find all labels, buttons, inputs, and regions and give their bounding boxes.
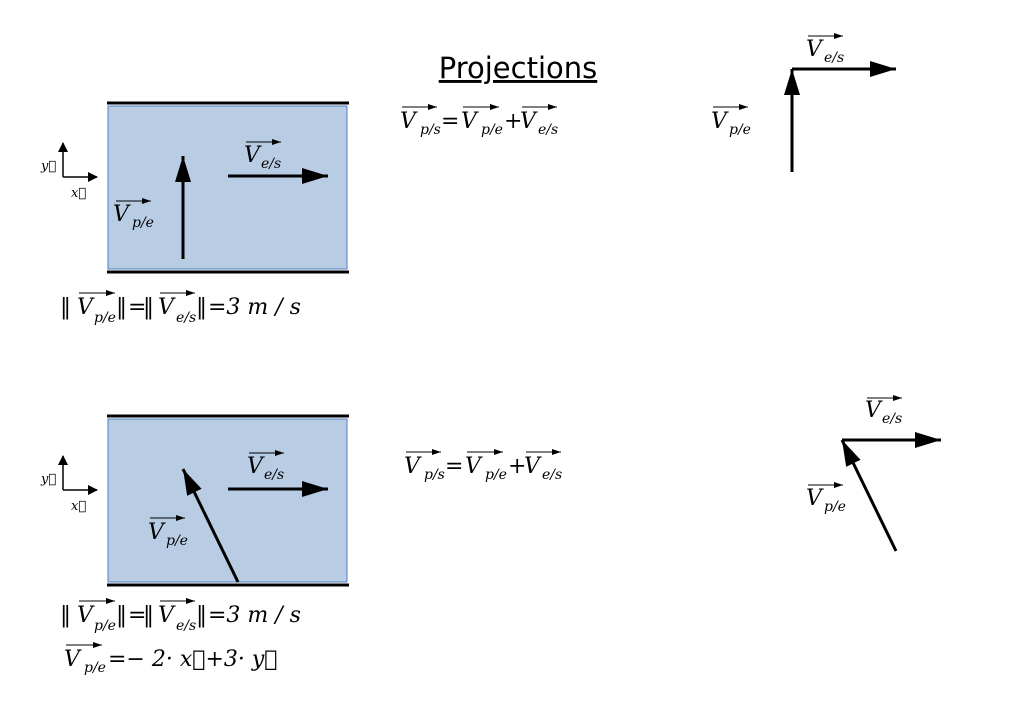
svg-text:p/e: p/e <box>824 499 846 515</box>
svg-text:p/s: p/s <box>424 467 445 483</box>
svg-text:+: + <box>508 454 526 479</box>
svg-text:‖: ‖ <box>116 603 127 628</box>
svg-text:=3 m / s: =3 m / s <box>208 603 301 628</box>
svg-text:=3 m / s: =3 m / s <box>208 295 301 320</box>
svg-text:p/e: p/e <box>166 533 188 549</box>
svg-text:=− 2· x⃗+3· y⃗: =− 2· x⃗+3· y⃗ <box>108 647 278 672</box>
diagram-vpe-arrow <box>840 439 898 552</box>
svg-text:V: V <box>148 520 166 545</box>
svg-text:V: V <box>158 603 176 628</box>
svg-text:=: = <box>128 603 146 628</box>
norm-equation: ‖ V p/e ‖ = ‖ V e/s ‖ =3 m / s <box>60 598 301 634</box>
axes-icon: y⃗ x⃗ <box>40 142 98 201</box>
svg-text:‖: ‖ <box>116 295 127 320</box>
svg-text:V: V <box>77 603 95 628</box>
svg-text:e/s: e/s <box>176 310 196 326</box>
svg-text:e/s: e/s <box>824 50 844 66</box>
label-vpe-river: V p/e <box>148 515 188 549</box>
svg-text:‖: ‖ <box>143 603 154 628</box>
label-ves-river: V e/s <box>244 139 281 172</box>
vector-sum-diagram: V e/s V p/e <box>711 33 896 172</box>
page-title: Projections <box>439 51 598 85</box>
relation-equation: V p/s = V p/e + V e/s <box>400 104 558 138</box>
label-vpe-river: V p/e <box>113 198 154 231</box>
scenario-perpendicular: V e/s V p/e y⃗ x⃗ ‖ V p/e ‖ = ‖ V e/s <box>40 33 896 326</box>
svg-text:p/e: p/e <box>729 122 751 138</box>
svg-text:e/s: e/s <box>176 618 196 634</box>
svg-text:V: V <box>400 109 418 134</box>
svg-text:p/e: p/e <box>485 467 507 483</box>
vector-pe-arrow <box>181 468 240 583</box>
axis-y-label: y⃗ <box>40 159 56 174</box>
diagram-ves-label: V e/s <box>865 395 902 427</box>
svg-text:p/e: p/e <box>132 215 154 231</box>
vector-sum-diagram: V e/s V p/e <box>806 395 941 552</box>
svg-text:V: V <box>64 647 82 672</box>
svg-text:‖: ‖ <box>196 295 207 320</box>
svg-text:=: = <box>441 109 459 134</box>
svg-text:e/s: e/s <box>264 467 284 483</box>
svg-text:p/e: p/e <box>94 618 116 634</box>
axis-y-label: y⃗ <box>40 472 56 487</box>
river-rect <box>107 105 348 270</box>
svg-text:V: V <box>465 454 483 479</box>
component-equation: V p/e =− 2· x⃗+3· y⃗ <box>64 642 278 676</box>
svg-text:V: V <box>806 486 824 511</box>
svg-text:V: V <box>806 37 824 62</box>
label-ves-river: V e/s <box>247 450 284 483</box>
svg-text:‖: ‖ <box>60 603 71 628</box>
svg-text:V: V <box>524 454 542 479</box>
axes-icon: y⃗ x⃗ <box>40 455 98 514</box>
svg-text:V: V <box>113 202 131 227</box>
axis-x-label: x⃗ <box>71 499 86 514</box>
svg-text:V: V <box>247 454 265 479</box>
svg-text:V: V <box>865 398 883 423</box>
svg-text:e/s: e/s <box>882 411 902 427</box>
scenario-angled: V e/s V p/e y⃗ x⃗ ‖ V p/e ‖ = ‖ V e/s ‖ <box>40 395 941 676</box>
svg-text:=: = <box>445 454 463 479</box>
svg-text:e/s: e/s <box>542 467 562 483</box>
svg-text:+: + <box>504 109 522 134</box>
svg-text:p/e: p/e <box>94 310 116 326</box>
svg-text:V: V <box>77 295 95 320</box>
relation-equation: V p/s = V p/e + V e/s <box>404 449 562 483</box>
svg-text:V: V <box>461 109 479 134</box>
diagram-vpe-label: V p/e <box>806 482 846 515</box>
svg-text:V: V <box>520 109 538 134</box>
svg-text:V: V <box>158 295 176 320</box>
axis-x-label: x⃗ <box>71 186 86 201</box>
svg-text:p/e: p/e <box>84 660 106 676</box>
svg-text:V: V <box>244 143 262 168</box>
svg-text:V: V <box>711 109 729 134</box>
svg-text:p/e: p/e <box>481 122 503 138</box>
svg-text:‖: ‖ <box>143 295 154 320</box>
diagram-vpe-label: V p/e <box>711 104 751 138</box>
diagram-ves-label: V e/s <box>806 33 844 66</box>
svg-text:e/s: e/s <box>261 156 281 172</box>
river-rect <box>107 418 348 583</box>
norm-equation: ‖ V p/e ‖ = ‖ V e/s ‖ =3 m / s <box>60 290 301 326</box>
svg-text:=: = <box>128 295 146 320</box>
svg-text:‖: ‖ <box>60 295 71 320</box>
svg-text:‖: ‖ <box>196 603 207 628</box>
svg-text:e/s: e/s <box>538 122 558 138</box>
svg-text:p/s: p/s <box>420 122 441 138</box>
svg-text:V: V <box>404 454 422 479</box>
